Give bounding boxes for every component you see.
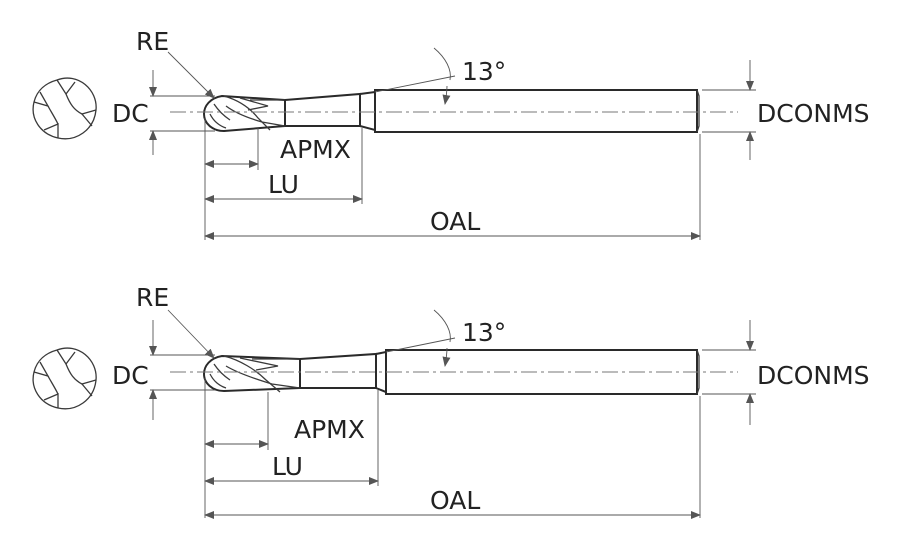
end-view-icon (32, 77, 97, 140)
lu-label: LU (272, 452, 303, 481)
re-label: RE (136, 27, 169, 56)
dconms-label: DCONMS (757, 361, 870, 390)
dc-label: DC (112, 99, 149, 128)
end-view-icon (32, 347, 97, 410)
dc-dimension (149, 320, 215, 420)
re-label: RE (136, 283, 169, 312)
angle-dimension (374, 47, 456, 105)
dconms-dimension (702, 320, 756, 425)
angle-label: 13° (462, 57, 506, 86)
dconms-label: DCONMS (757, 99, 870, 128)
dconms-dimension (702, 60, 756, 160)
drawing-bottom: DC RE 13° DCONMS APMX LU (32, 283, 870, 519)
tool-body (202, 89, 700, 133)
lu-label: LU (268, 170, 299, 199)
angle-dimension (385, 309, 456, 367)
angle-label: 13° (462, 318, 506, 347)
dc-dimension (149, 70, 215, 155)
dc-label: DC (112, 361, 149, 390)
oal-label: OAL (430, 486, 480, 515)
apmx-label: APMX (294, 415, 365, 444)
re-leader (167, 51, 215, 99)
apmx-label: APMX (280, 135, 351, 164)
drawing-top: DC RE 13° DCONMS APMX LU (32, 27, 870, 240)
re-leader (167, 309, 215, 359)
oal-label: OAL (430, 207, 480, 236)
